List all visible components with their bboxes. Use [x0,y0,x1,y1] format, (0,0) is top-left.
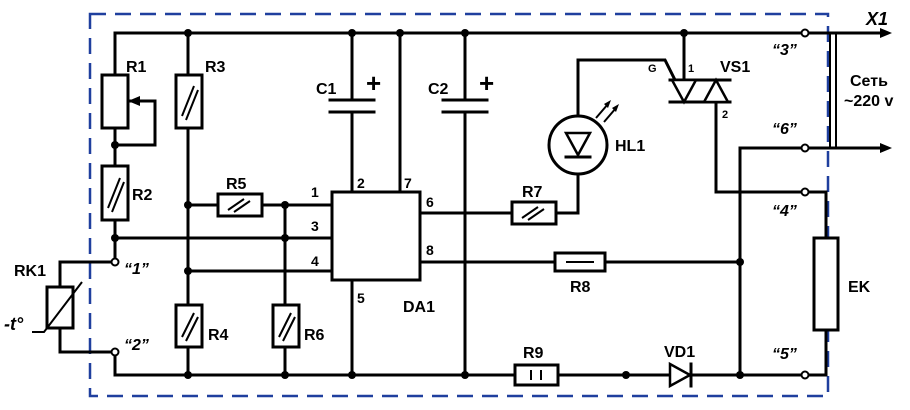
label-R7: R7 [522,184,543,201]
label-VS1: VS1 [720,59,750,76]
resistor-R8 [553,251,607,273]
ic-DA1 [330,190,422,282]
label-HL1: HL1 [615,138,645,155]
diode-VD1 [668,361,693,389]
resistor-R1 [100,73,150,130]
triac-VS1 [668,77,732,105]
triac-pin-1: 1 [688,63,694,75]
terminal-points [110,28,810,380]
label-R8: R8 [570,279,591,296]
terminal-1-label: “1” [124,261,149,278]
pin-7: 7 [404,175,412,191]
enclosure-boundary [88,12,830,398]
label-C1: C1 [316,81,337,98]
resistor-R2 [100,164,130,222]
terminal-5-label: “5” [772,346,797,363]
capacitor-C1 [328,98,376,114]
resistor-R9 [513,363,560,387]
label-RK1: RK1 [14,263,46,280]
heater-EK [812,236,840,332]
junction-dots [111,29,744,379]
arrow-out-mid-icon [880,143,892,153]
label-R9: R9 [523,345,544,362]
mains-voltage: ~220 v [844,93,893,110]
terminal-3-label: “3” [772,42,797,59]
terminal-4-label: “4” [772,203,797,220]
resistor-R6 [271,303,301,349]
thermistor-mark: -t° [4,314,24,334]
pin-6: 6 [426,194,434,210]
label-DA1: DA1 [403,299,435,316]
capacitor-C2 [441,98,489,114]
led-HL1 [547,100,619,176]
c1-plus: + [366,68,381,98]
label-C2: C2 [428,81,449,98]
resistor-R3 [174,73,204,130]
arrow-out-top-icon [880,28,892,38]
thermistor-RK1 [32,281,83,333]
resistor-R4 [174,303,204,349]
label-R6: R6 [304,327,325,344]
terminal-2-label: “2” [124,337,149,354]
label-R5: R5 [226,176,247,193]
mains-label: Сеть [850,73,888,90]
pin-2: 2 [357,175,365,191]
pin-5: 5 [357,290,365,306]
label-EK: EK [848,279,871,296]
label-R3: R3 [205,59,226,76]
c2-plus: + [479,68,494,98]
terminal-6-label: “6” [772,121,797,138]
triac-pin-2: 2 [722,109,728,121]
label-R2: R2 [132,187,153,204]
pin-8: 8 [426,242,434,258]
pin-1: 1 [311,184,319,200]
pin-3: 3 [311,218,319,234]
connector-X1: X1 [865,9,888,29]
resistor-R5 [216,192,264,218]
label-VD1: VD1 [664,344,695,361]
resistor-R7 [510,200,558,226]
label-R4: R4 [208,327,229,344]
pin-4: 4 [311,253,319,269]
label-R1: R1 [126,59,147,76]
triac-pin-g: G [648,63,657,75]
